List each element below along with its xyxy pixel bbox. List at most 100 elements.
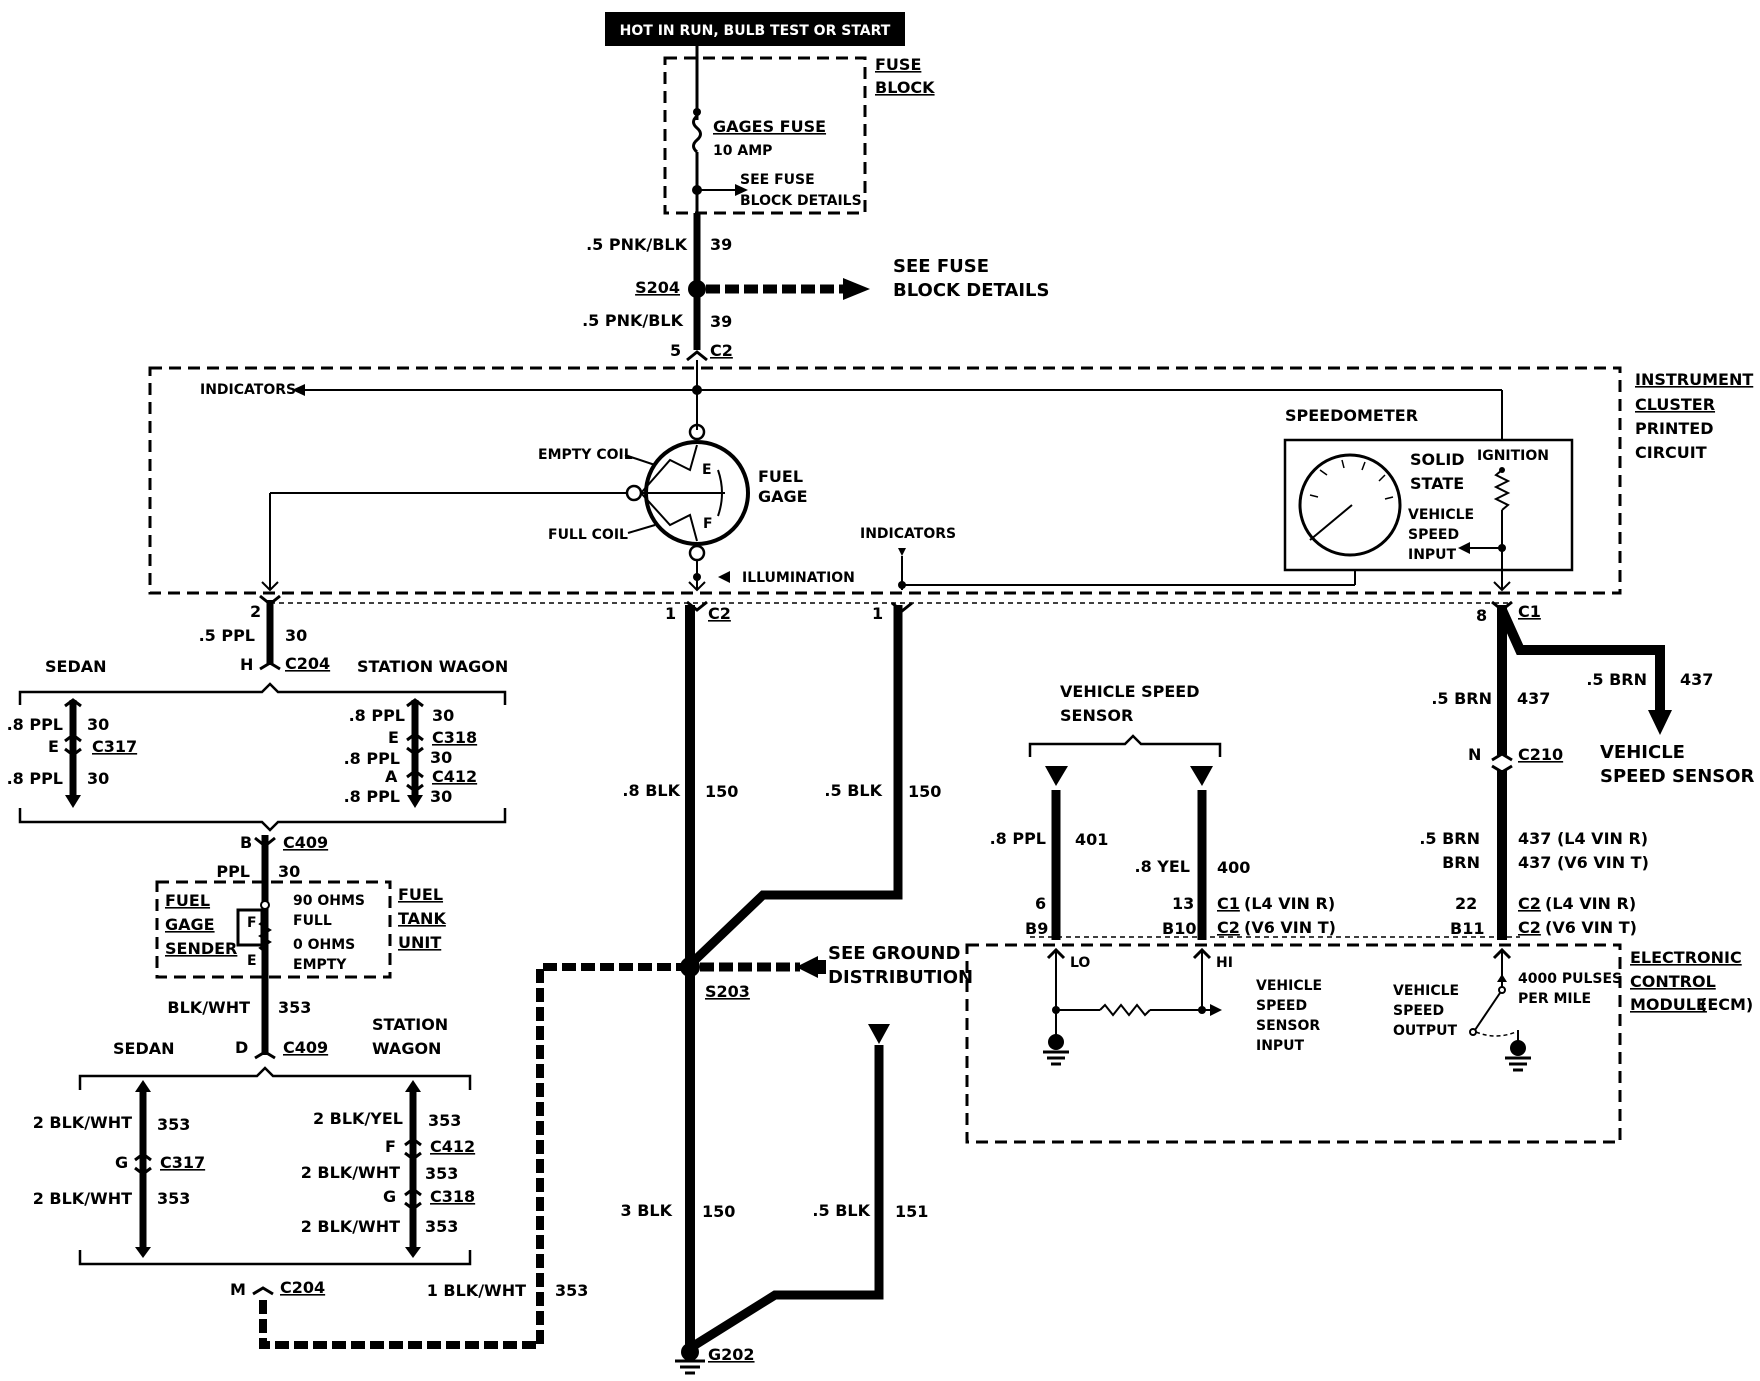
w39-lower-num: 39 [710,312,732,331]
c204-bot: C204 [280,1278,325,1297]
sw-w3-num: 30 [430,787,452,806]
pin-b11: B11 [1450,919,1484,938]
g202-label: G202 [708,1345,755,1364]
w400-size: .8 YEL [1135,857,1191,876]
pin-h: H [240,655,253,674]
s204-label: S204 [635,278,680,297]
w8-num: 150 [705,782,738,801]
sender-f: F [247,915,257,931]
s2-c317: C317 [160,1153,205,1172]
w400-num: 400 [1217,858,1250,877]
w401-num: 401 [1075,830,1108,849]
blk-wht-num: 353 [278,998,311,1017]
s2-w2-num: 353 [157,1189,190,1208]
vss-in-3: SENSOR [1256,1018,1320,1034]
out-3: OUTPUT [1393,1023,1457,1039]
c2-top-pin: 5 [670,341,681,360]
pin-8: 8 [1476,606,1487,625]
input-resistor [1099,1003,1151,1017]
connector-c2-top [686,350,708,362]
pin-2: 2 [250,602,261,621]
pin-m: M [230,1280,246,1299]
see-fuse-1: SEE FUSE [893,256,989,277]
option-bracket-top [18,682,507,705]
power-banner [605,12,905,46]
wire-353-return [259,963,690,1349]
ecm-3: MODULE [1630,995,1707,1014]
ecm-ground-output-icon [1505,1040,1531,1072]
w3-blk: 3 BLK [621,1201,673,1220]
w-l4: 437 (L4 VIN R) [1518,829,1648,848]
pin-1b: 1 [872,604,883,623]
instrument-cluster-box [148,366,1622,595]
splice-s204 [688,280,706,298]
c1-label: C1 [1518,602,1541,621]
fuse-symbol [692,114,702,154]
blk-wht: BLK/WHT [167,998,250,1017]
pin-n: N [1468,745,1481,764]
sender-3: SENDER [165,939,237,958]
pin-1a: 1 [665,604,676,623]
vss-in-2: SPEED [1256,998,1307,1014]
w437a-size: .5 BRN [1431,689,1492,708]
ecm-2: CONTROL [1630,972,1716,991]
sw2-label-2: WAGON [372,1039,441,1058]
sw2-c412: C412 [430,1137,475,1156]
s2-w1-num: 353 [157,1115,190,1134]
sw2-label-1: STATION [372,1015,448,1034]
sw-w1: .8 PPL [349,706,405,725]
vss-in-1: VEHICLE [1256,978,1322,994]
sw-w2: .8 PPL [344,749,400,768]
illumination-label: ILLUMINATION [742,570,855,586]
see-fuse-inner-1: SEE FUSE [740,172,815,188]
fuse-node [693,108,701,116]
sw-c318: C318 [432,728,477,747]
right-vss-2: SPEED SENSOR [1600,766,1755,787]
cluster-title-1: INSTRUMENT [1635,370,1753,389]
cluster-title-4: CIRCUIT [1635,443,1707,462]
fuse-rating: 10 AMP [713,143,772,159]
full-coil-label: FULL COIL [548,527,628,543]
w-l4-size: .5 BRN [1419,829,1480,848]
w30-num: 30 [285,626,307,645]
sedan-w1-num: 30 [87,715,109,734]
vss-pin-b9: B9 [1025,919,1048,938]
sw2-c318: C318 [430,1187,475,1206]
w5b-num: 151 [895,1202,928,1221]
sender-e: E [247,953,257,969]
ecm-4: (ECM) [1700,995,1753,1014]
right-c2b-txt: (V6 VIN T) [1545,918,1637,937]
sedan-w1: .8 PPL [7,715,63,734]
sw2-w1-num: 353 [428,1111,461,1130]
w39-upper-num: 39 [710,235,732,254]
ppl-num: 30 [278,862,300,881]
w-v6: 437 (V6 VIN T) [1518,853,1649,872]
vss-c2-v6-txt: (V6 VIN T) [1244,918,1336,937]
w3-num: 150 [702,1202,735,1221]
vss-in-4: INPUT [1256,1038,1305,1054]
w39-lower-size: .5 PNK/BLK [582,311,684,330]
ohms-90: 90 OHMS [293,893,365,909]
right-c2a: C2 [1518,894,1541,913]
fuel-tank-unit-box [155,880,392,979]
ecm-1: ELECTRONIC [1630,948,1742,967]
indicators-left-label: INDICATORS [200,382,296,398]
w8-blk: .8 BLK [622,781,680,800]
w437b-size: .5 BRN [1586,670,1647,689]
speedometer-box [1283,438,1574,572]
fuel-gage-label-2: GAGE [758,487,808,506]
vss-pin-6: 6 [1035,894,1046,913]
out-2: SPEED [1393,1003,1444,1019]
sedan-c317: C317 [92,737,137,756]
solid-state-1: SOLID [1410,450,1465,469]
vss-input-2: SPEED [1408,527,1459,543]
sw2-pin-f: F [385,1137,396,1156]
fuse-block-box [663,56,867,215]
fuse-block-title-2: BLOCK [875,78,935,97]
pin-22: 22 [1455,894,1477,913]
s2-w1: 2 BLK/WHT [33,1113,132,1132]
tank-2: TANK [398,909,446,928]
w437b-num: 437 [1680,670,1713,689]
vss-pin-13: 13 [1172,894,1194,913]
